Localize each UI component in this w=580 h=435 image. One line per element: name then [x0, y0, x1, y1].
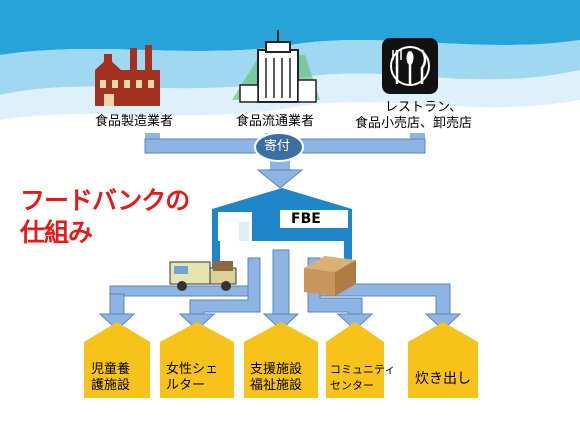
recipient-shapes — [84, 322, 478, 398]
restaurant-utensils-icon — [382, 38, 438, 94]
recipient-line1: 支援施設 — [250, 362, 303, 377]
recipient-line2: 福祉施設 — [250, 378, 303, 393]
recipient-label: コミュニティ センター — [330, 362, 395, 394]
source-label-distributor: 食品流通業者 — [236, 114, 315, 129]
distribution-arrows — [98, 249, 462, 331]
recipient-line1: コミュニティ — [330, 363, 396, 376]
recipient-label: 女性シェ ルター — [166, 362, 218, 394]
warehouse-label: FBE — [291, 211, 321, 227]
recipient-line2: センター — [330, 379, 374, 392]
recipient-line1: 児童養 — [91, 362, 131, 377]
factory-icon — [95, 45, 160, 106]
diagram-title-line1: フードバンクの — [20, 186, 190, 215]
recipient-line2: ルター — [166, 378, 206, 393]
recipient-line1: 女性シェ — [166, 362, 219, 377]
source-label-restaurant-line2: 食品小売店、卸売店 — [355, 116, 473, 131]
recipient-label: 支援施設 福祉施設 — [250, 362, 302, 394]
diagram-title-line2: 仕組み — [20, 218, 93, 247]
source-label-manufacturer: 食品製造業者 — [95, 114, 174, 129]
delivery-truck-icon — [169, 261, 237, 291]
recipient-label: 炊き出し — [415, 371, 471, 387]
recipient-line1: 炊き出し — [415, 371, 471, 387]
office-building-icon — [232, 30, 320, 103]
cardboard-box-icon — [304, 256, 356, 296]
warehouse-building — [212, 188, 352, 271]
source-label-restaurant-line1: レストラン、 — [385, 100, 463, 115]
recipient-label: 児童養 護施設 — [91, 362, 130, 394]
donation-label: 寄付 — [264, 139, 291, 154]
donation-bubble — [254, 132, 304, 162]
recipient-line2: 護施設 — [91, 378, 131, 393]
